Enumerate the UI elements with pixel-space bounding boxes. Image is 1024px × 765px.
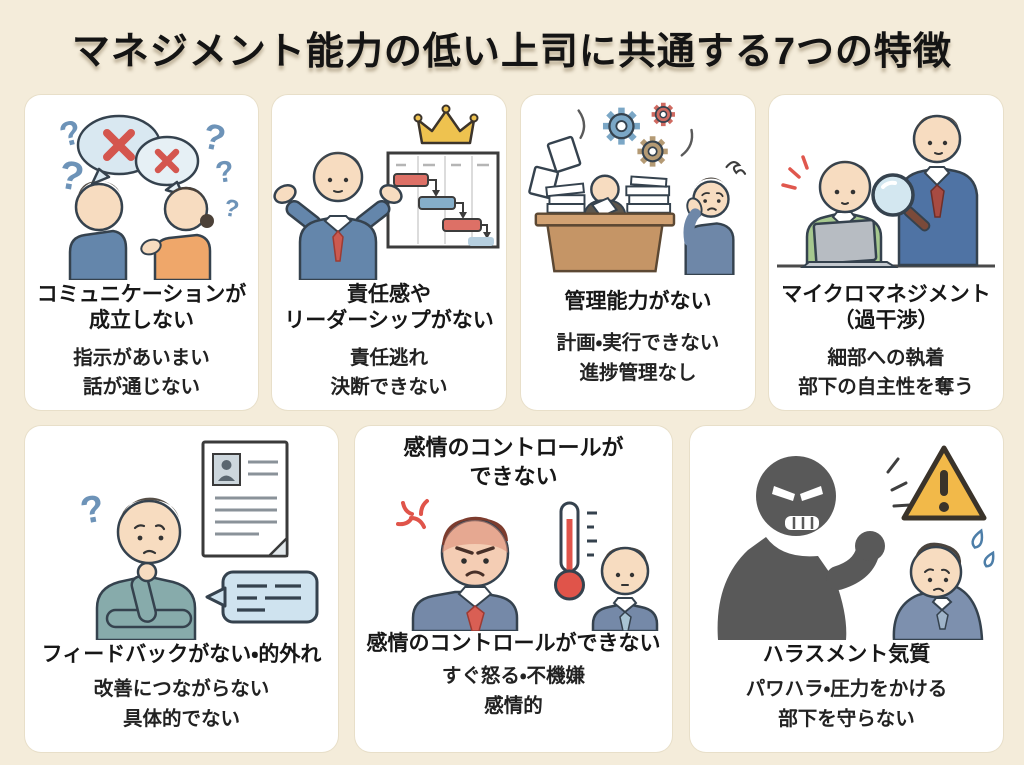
card-details: 改善につながらない具体的でない (94, 675, 270, 734)
detail-line: 進捗管理なし (579, 361, 697, 384)
card-heading: 感情のコントロールができない (367, 631, 661, 657)
gear-icon (637, 136, 668, 167)
detail-line: パワハラ・圧力をかける (745, 678, 948, 701)
card-communication: ? ? ? ? ? コミュニケーションが成立しない 指示があいまい話が通 (25, 95, 258, 410)
card-details: 責任逃れ決断できない (330, 344, 447, 403)
detail-line: 感情的 (484, 694, 543, 717)
card-leadership: 責任感やリーダーシップがない 責任逃れ決断できない (272, 95, 506, 410)
card-details: すぐ怒る・不機嫌感情的 (442, 662, 585, 721)
sweat-drops-icon (971, 528, 995, 568)
micromanagement-illustration (777, 114, 995, 268)
heading-line: （過干渉） (833, 309, 939, 333)
card-details: 細部への執着部下の自主性を奪う (798, 344, 974, 403)
page-title: マネジメント能力の低い上司に共通する7つの特徴 (71, 31, 953, 73)
svg-text:?: ? (213, 155, 236, 190)
card-heading: コミュニケーションが成立しない (37, 282, 247, 335)
detail-line: 部下の自主性を奪う (798, 375, 974, 398)
paper-stack-right (625, 175, 672, 214)
card-details: 計画・実行できない進捗管理なし (557, 329, 720, 388)
card-micromanagement: マイクロマネジメント （過干渉） 細部への執着部下の自主性を奪う (769, 95, 1003, 410)
desk-icon (534, 212, 676, 273)
heading-line: 管理能力がない (564, 290, 712, 313)
harassment-illustration (717, 445, 995, 640)
detail-line: すぐ怒る・不機嫌 (441, 665, 586, 688)
warning-triangle-icon (901, 445, 987, 521)
card-top-caption: 感情のコントロールができない (403, 434, 623, 491)
person-left (68, 181, 128, 280)
voice-lines (886, 457, 912, 508)
svg-text:?: ? (222, 194, 241, 223)
card-heading: フィードバックがない・的外れ (42, 642, 322, 668)
heading-line: 成立しない (89, 309, 194, 333)
caption-line: 感情のコントロールが (403, 435, 624, 460)
heading-line: ハラスメント気質 (762, 643, 931, 666)
heading-line: マイクロマネジメント (781, 283, 991, 306)
anger-mark-icon (396, 499, 429, 530)
card-heading: マイクロマネジメント （過干渉） (781, 282, 991, 335)
paper-stack-left (545, 182, 586, 214)
heading-line: 感情のコントロールができない (366, 632, 661, 656)
angry-boss (411, 516, 519, 632)
detail-line: 具体的でない (122, 707, 240, 730)
overwhelmed-person-at-desk (583, 174, 627, 218)
cowering-worker (892, 542, 984, 640)
angry-boss-illustration (396, 499, 659, 632)
card-management: 管理能力がない 計画・実行できない進捗管理なし (521, 95, 755, 410)
timid-worker (591, 546, 659, 632)
shouting-silhouette (717, 456, 912, 640)
motion-line (680, 128, 694, 157)
troubled-worker (683, 161, 747, 275)
detail-line: 部下を守らない (778, 707, 915, 730)
detail-line: 責任逃れ (349, 346, 428, 369)
svg-text:?: ? (199, 115, 229, 160)
detail-line: 決断できない (330, 375, 448, 398)
motion-line (577, 109, 586, 140)
boss-with-magnifier (871, 114, 979, 267)
worker-at-laptop (781, 155, 899, 268)
no-management-illustration (528, 102, 747, 275)
heading-line: フィードバックがない・的外れ (41, 643, 322, 666)
card-harassment: ハラスメント気質 パワハラ・圧力をかける部下を守らない (690, 426, 1003, 752)
document-icon (201, 440, 289, 558)
question-mark-icon: ? (77, 487, 107, 532)
detail-line: 細部への執着 (827, 346, 945, 369)
card-heading: 責任感やリーダーシップがない (284, 282, 494, 335)
thermometer-icon (554, 501, 597, 601)
speech-bubble-icon (205, 570, 319, 624)
laptop-icon (800, 218, 899, 268)
detail-line: 計画・実行できない (556, 332, 720, 355)
magnifying-glass-icon (871, 173, 931, 232)
heading-line: リーダーシップがない (284, 309, 494, 333)
gear-icon (602, 107, 640, 145)
detail-line: 改善につながらない (93, 678, 270, 701)
card-heading: 管理能力がない (565, 289, 712, 315)
gantt-chart-icon (386, 151, 500, 249)
no-feedback-illustration: ? (77, 440, 319, 640)
caption-line: できない (469, 463, 558, 489)
card-heading: ハラスメント気質 (763, 642, 931, 668)
card-details: パワハラ・圧力をかける部下を守らない (746, 675, 947, 734)
puzzled-person (95, 497, 197, 640)
heading-line: コミュニケーションが (36, 283, 247, 306)
detail-line: 話が通じない (82, 375, 200, 398)
gear-icon (651, 102, 675, 127)
no-leadership-illustration (273, 104, 500, 280)
shrugging-boss (273, 151, 403, 280)
card-feedback: ? フィードバックがない・的外れ 改善につながらない具体的で (25, 426, 338, 752)
card-details: 指示があいまい話が通じない (73, 344, 210, 403)
crown-icon (413, 104, 479, 145)
miscommunication-illustration: ? ? ? ? ? (55, 113, 241, 280)
heading-line: 責任感や (347, 283, 431, 306)
detail-line: 指示があいまい (73, 346, 210, 369)
card-emotional-control: 感情のコントロールができない 感情 (355, 426, 672, 752)
person-right (140, 186, 214, 280)
